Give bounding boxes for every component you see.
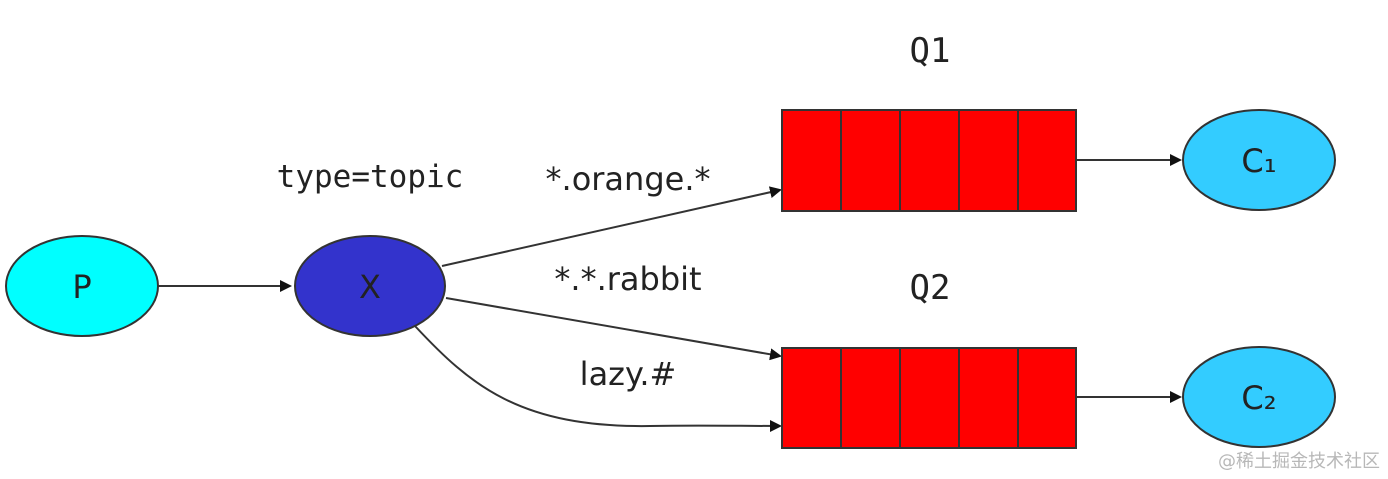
binding-label-orange: *.orange.* <box>546 160 711 198</box>
queue-2-title: Q2 <box>910 268 951 308</box>
exchange-label: X <box>359 268 381 306</box>
queue-1 <box>781 109 1077 212</box>
queue-1-title: Q1 <box>910 31 951 71</box>
consumer-2-label: C₂ <box>1241 379 1276 417</box>
producer-node <box>5 235 159 337</box>
edge-x-to-q2-lazy <box>414 325 782 432</box>
exchange-node <box>294 235 446 337</box>
consumer-2-node <box>1182 346 1336 448</box>
edge-x-to-q1 <box>441 186 782 267</box>
edge-x-to-q2-rabbit <box>445 297 782 361</box>
binding-label-lazy: lazy.# <box>580 355 677 393</box>
producer-label: P <box>72 268 91 306</box>
consumer-1-node <box>1182 109 1336 211</box>
queue-2 <box>781 347 1077 449</box>
watermark: @稀土掘金技术社区 <box>1218 451 1380 472</box>
exchange-type-label: type=topic <box>277 159 464 195</box>
consumer-1-label: C₁ <box>1241 142 1276 180</box>
binding-label-rabbit: *.*.rabbit <box>554 260 701 298</box>
